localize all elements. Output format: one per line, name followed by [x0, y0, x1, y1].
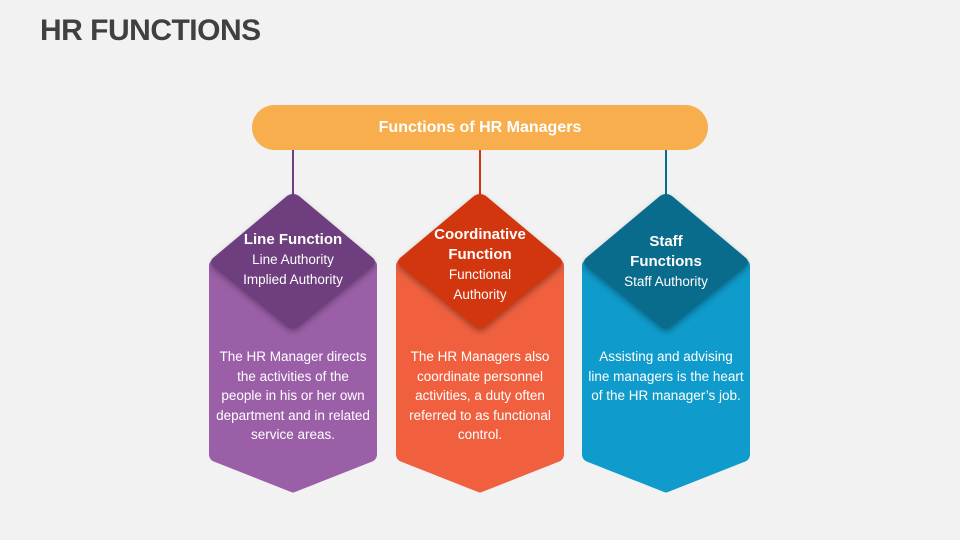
card-description: The HR Managers also coordinate personne…: [409, 349, 551, 442]
card-shape: [582, 194, 750, 493]
card-subtitle: Functional Authority: [448, 267, 512, 302]
card-line-function: Line Function Line Authority Implied Aut…: [209, 192, 377, 494]
card-heading: Coordinative Function Functional Authori…: [410, 225, 550, 305]
connector-line-3: [665, 150, 667, 196]
header-label: Functions of HR Managers: [378, 118, 582, 136]
card-subtitle: Staff Authority: [624, 274, 708, 289]
card-staff-functions: Staff Functions Staff Authority Assistin…: [582, 192, 750, 494]
card-subtitle: Line Authority Implied Authority: [243, 252, 343, 287]
connector-line-2: [479, 150, 481, 196]
card-heading: Line Function Line Authority Implied Aut…: [223, 230, 363, 290]
card-shape: [396, 194, 564, 493]
functions-header-bar: Functions of HR Managers: [252, 105, 708, 150]
card-description: Assisting and advising line managers is …: [588, 349, 744, 403]
card-heading: Staff Functions Staff Authority: [596, 232, 736, 292]
page-title: HR FUNCTIONS: [40, 14, 261, 47]
card-description: The HR Manager directs the activities of…: [216, 349, 370, 442]
card-coordinative-function: Coordinative Function Functional Authori…: [396, 192, 564, 494]
card-title: Line Function: [243, 231, 343, 248]
card-title: Staff Functions: [630, 233, 702, 270]
card-title: Coordinative Function: [434, 226, 526, 263]
connector-line-1: [292, 150, 294, 196]
card-shape: [209, 194, 377, 493]
